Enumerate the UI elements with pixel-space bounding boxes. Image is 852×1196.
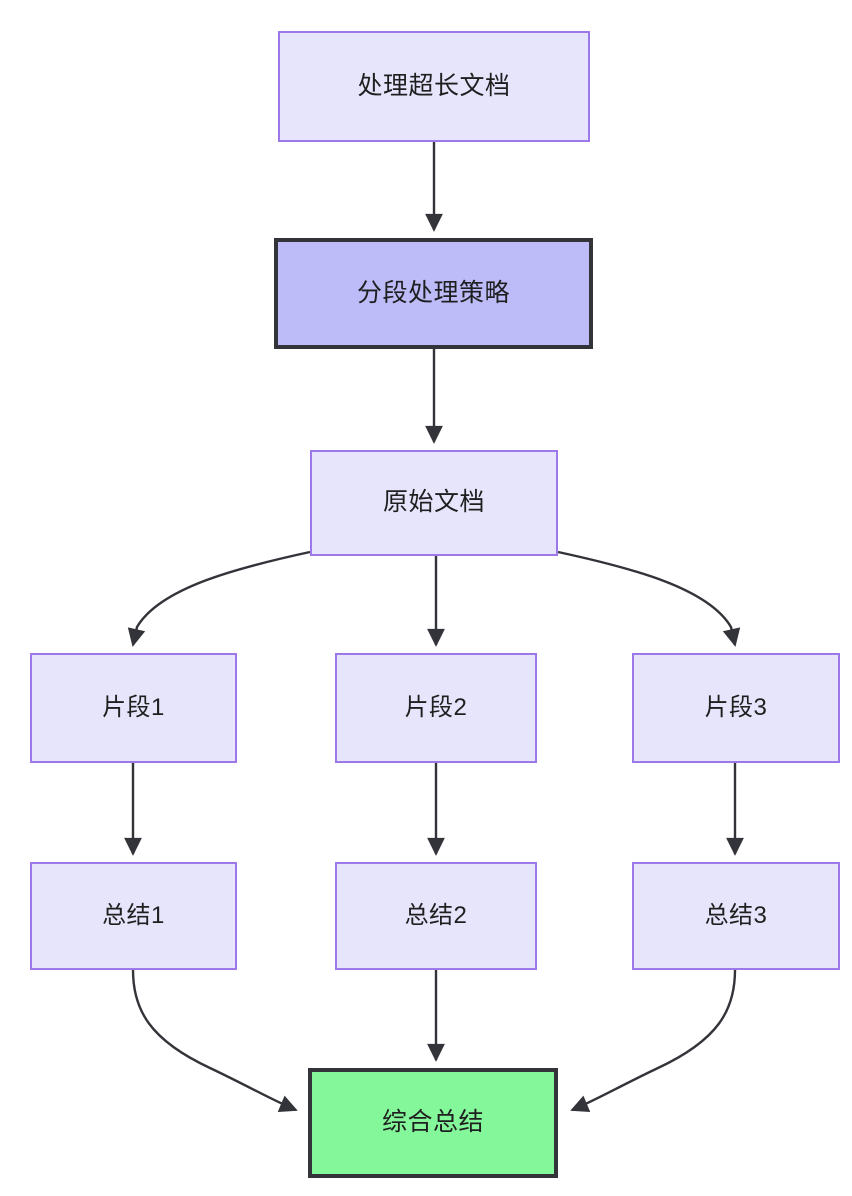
- node-fragment-2[interactable]: 片段2: [335, 653, 537, 763]
- node-label: 片段3: [704, 694, 768, 721]
- node-summary-1[interactable]: 总结1: [30, 862, 237, 970]
- node-label: 总结1: [102, 902, 165, 929]
- node-original-document[interactable]: 原始文档: [310, 450, 558, 556]
- node-label: 原始文档: [382, 488, 485, 517]
- edge-n7-n10: [131, 969, 298, 1113]
- node-summary-3[interactable]: 总结3: [632, 862, 840, 970]
- edge-n3-n6: [557, 550, 741, 647]
- node-label: 综合总结: [381, 1108, 484, 1137]
- node-label: 总结2: [404, 902, 468, 929]
- node-label: 片段1: [102, 694, 165, 721]
- node-comprehensive-summary[interactable]: 综合总结: [308, 1068, 558, 1178]
- node-fragment-1[interactable]: 片段1: [30, 653, 237, 763]
- edge-n3-n4: [127, 550, 311, 647]
- node-summary-2[interactable]: 总结2: [335, 862, 537, 970]
- edge-n9-n10: [570, 969, 737, 1113]
- node-fragment-3[interactable]: 片段3: [632, 653, 840, 763]
- node-process-long-document[interactable]: 处理超长文档: [278, 31, 590, 142]
- node-label: 处理超长文档: [357, 71, 511, 100]
- node-chunking-strategy[interactable]: 分段处理策略: [274, 238, 593, 349]
- node-label: 片段2: [404, 694, 468, 721]
- node-label: 总结3: [704, 902, 768, 929]
- node-label: 分段处理策略: [356, 278, 510, 307]
